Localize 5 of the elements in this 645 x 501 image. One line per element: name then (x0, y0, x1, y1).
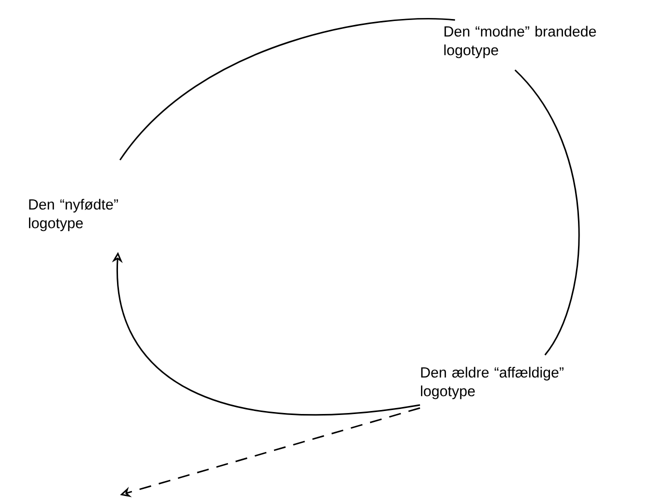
connector-line (119, 18, 456, 160)
node-text: Den “nyfødte” logotype (29, 198, 118, 232)
node-text: Den “modne” brandede logotype (444, 26, 596, 58)
node-text: Den ældre “affældige” logotype (421, 366, 564, 400)
connector-line (514, 70, 580, 356)
